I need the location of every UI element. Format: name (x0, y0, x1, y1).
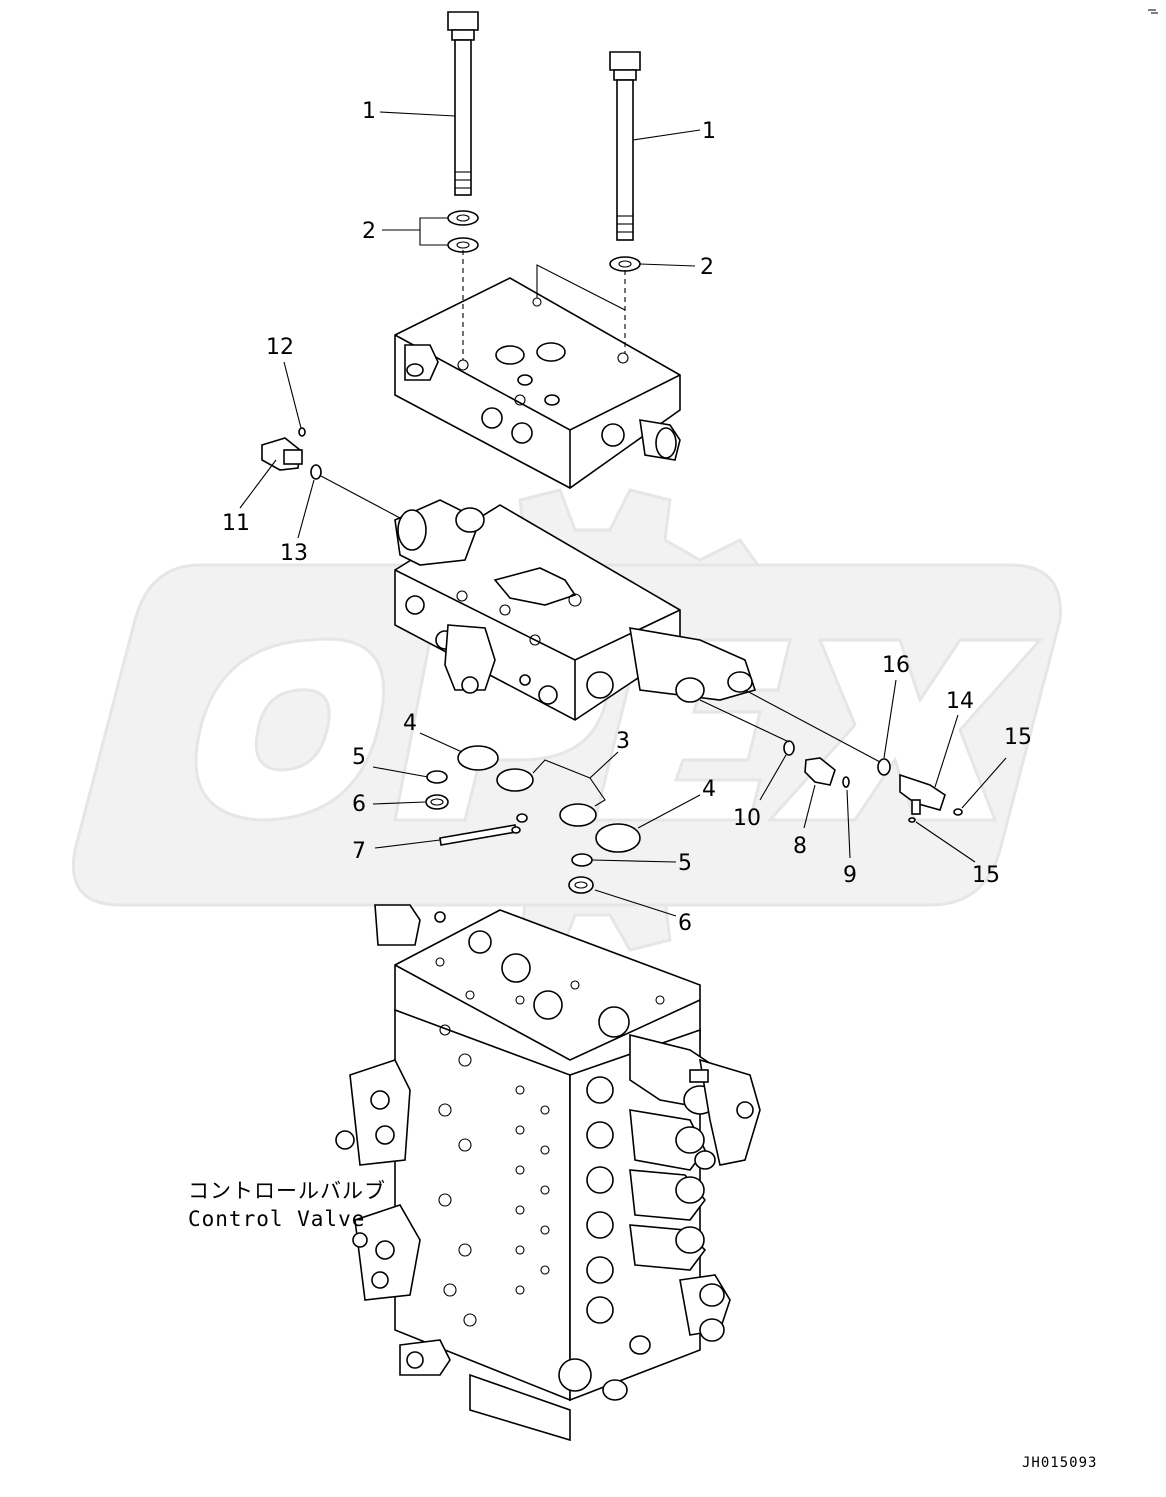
callout-5a: 5 (352, 745, 366, 770)
solenoid-stack (469, 1033, 761, 1442)
callout-6b: 6 (678, 911, 692, 936)
callout-16: 16 (882, 653, 910, 678)
o-ring-13 (310, 464, 322, 480)
callout-13: 13 (280, 541, 308, 566)
fitting-11 (261, 437, 303, 471)
o-ring-10 (783, 740, 795, 756)
drawing-code: JH015093 (1022, 1455, 1097, 1471)
callout-6a: 6 (352, 792, 366, 817)
callout-3: 3 (616, 729, 630, 754)
washer-right (609, 256, 641, 272)
fitting-8 (804, 757, 836, 786)
callout-4a: 4 (403, 711, 417, 736)
o-ring-3a (496, 768, 534, 792)
caption-english: Control Valve (188, 1207, 365, 1231)
caption-japanese: コントロールバルブ (188, 1179, 386, 1203)
callout-9: 9 (843, 863, 857, 888)
washer-group-left (447, 210, 479, 253)
ring-6a (425, 794, 449, 810)
o-ring-4b (595, 823, 641, 853)
callout-15a: 15 (1004, 725, 1032, 750)
callout-4b: 4 (702, 777, 716, 802)
bolt-right (609, 51, 641, 241)
callout-12: 12 (266, 335, 294, 360)
bolt-left (447, 11, 479, 196)
corner-mark (1148, 9, 1158, 14)
callout-15b: 15 (972, 863, 1000, 888)
o-ring-5a (426, 770, 448, 784)
callout-10: 10 (733, 806, 761, 831)
callout-labels: 1 1 2 2 12 11 13 4 5 6 7 3 4 5 6 10 8 9 … (222, 99, 1032, 936)
callout-5b: 5 (678, 851, 692, 876)
o-ring-16 (877, 758, 891, 776)
o-ring-5b (571, 853, 593, 867)
o-ring-15b (908, 817, 916, 823)
middle-valve-section (394, 499, 757, 721)
callout-2b: 2 (700, 255, 714, 280)
callout-2a: 2 (362, 219, 376, 244)
o-ring-4a (457, 745, 499, 771)
o-ring-9 (842, 776, 850, 788)
callout-8: 8 (793, 834, 807, 859)
o-ring-3b (559, 803, 597, 827)
callout-11: 11 (222, 511, 250, 536)
leader-lines (239, 111, 1007, 917)
top-valve-section (394, 250, 681, 489)
o-ring-15a (953, 808, 963, 816)
control-valve-body (335, 904, 761, 1442)
callout-1b: 1 (702, 119, 716, 144)
sensor-14 (899, 773, 946, 815)
ring-6b (568, 876, 594, 894)
callout-1a: 1 (362, 99, 376, 124)
o-ring-12 (298, 427, 306, 437)
callout-14: 14 (946, 689, 974, 714)
seal-parts (425, 745, 641, 894)
callout-7: 7 (352, 839, 366, 864)
